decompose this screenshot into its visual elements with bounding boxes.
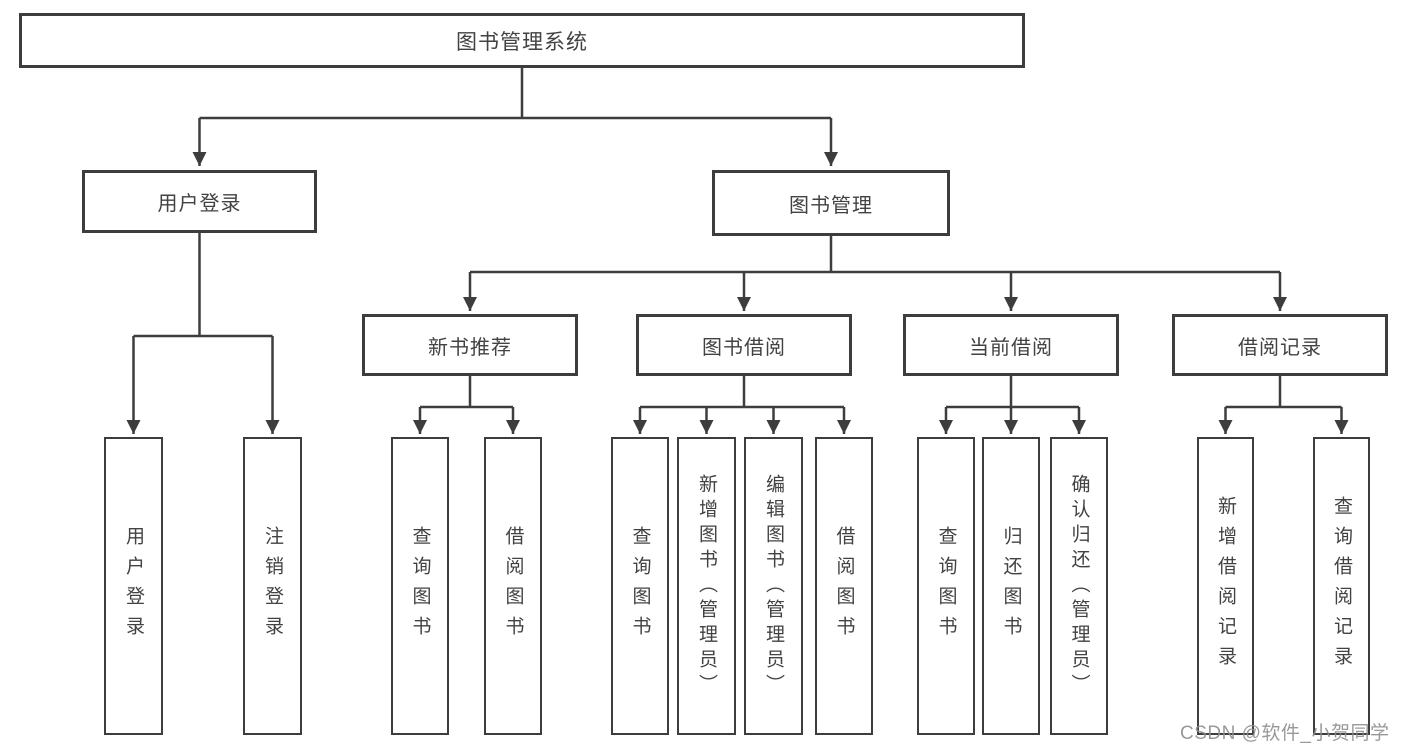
node-nb-query-book-label: 查询图书 — [409, 526, 431, 646]
node-cb-query-book: 查询图书 — [917, 437, 975, 735]
node-borrowing-records-label: 借阅记录 — [1238, 336, 1322, 359]
node-system-root-label: 图书管理系统 — [456, 30, 588, 54]
node-cb-return-book: 归还图书 — [982, 437, 1040, 735]
node-book-management-branch-label: 图书管理 — [789, 194, 873, 217]
node-logout-login: 注销登录 — [243, 437, 302, 735]
node-cb-return-book-label: 归还图书 — [1000, 526, 1022, 646]
connector-user-branch — [126, 233, 280, 434]
node-system-root: 图书管理系统 — [19, 13, 1025, 68]
watermark: CSDN @软件_小贺同学 — [1180, 723, 1390, 744]
node-user-login-branch: 用户登录 — [82, 170, 317, 233]
node-book-borrowing-label: 图书借阅 — [702, 336, 786, 359]
node-br-query-record-label: 查询借阅记录 — [1331, 496, 1352, 676]
node-user-login-label: 用户登录 — [123, 526, 144, 646]
node-br-add-record: 新增借阅记录 — [1197, 437, 1254, 735]
connector-level1 — [192, 68, 838, 166]
connector-book-branch — [463, 236, 1287, 311]
node-bb-borrow-book: 借阅图书 — [815, 437, 873, 735]
connector-book-borrow-children — [633, 376, 851, 434]
node-br-query-record: 查询借阅记录 — [1313, 437, 1370, 735]
node-cb-confirm-return-admin-label: 确认归还（管理员） — [1068, 473, 1090, 699]
node-new-book-recommend-label: 新书推荐 — [428, 336, 512, 359]
node-bb-edit-book-admin: 编辑图书（管理员） — [744, 437, 803, 735]
node-nb-query-book: 查询图书 — [391, 437, 449, 735]
node-bb-query-book-label: 查询图书 — [629, 526, 651, 646]
node-bb-borrow-book-label: 借阅图书 — [833, 526, 855, 646]
node-logout-login-label: 注销登录 — [262, 526, 283, 646]
node-cb-query-book-label: 查询图书 — [935, 526, 957, 646]
node-current-borrowing-label: 当前借阅 — [969, 336, 1053, 359]
node-cb-confirm-return-admin: 确认归还（管理员） — [1050, 437, 1108, 735]
connector-records-children — [1218, 376, 1349, 434]
node-new-book-recommend: 新书推荐 — [362, 314, 578, 376]
connector-current-borrow-children — [939, 376, 1086, 434]
node-bb-add-book-admin: 新增图书（管理员） — [677, 437, 736, 735]
node-current-borrowing: 当前借阅 — [903, 314, 1119, 376]
node-br-add-record-label: 新增借阅记录 — [1215, 496, 1236, 676]
connector-new-book-children — [413, 376, 520, 434]
node-nb-borrow-book: 借阅图书 — [484, 437, 542, 735]
node-book-management-branch: 图书管理 — [712, 170, 950, 236]
node-user-login-branch-label: 用户登录 — [157, 193, 242, 215]
node-nb-borrow-book-label: 借阅图书 — [502, 526, 524, 646]
node-bb-add-book-admin-label: 新增图书（管理员） — [696, 473, 717, 699]
node-user-login: 用户登录 — [104, 437, 163, 735]
node-borrowing-records: 借阅记录 — [1172, 314, 1388, 376]
node-bb-edit-book-admin-label: 编辑图书（管理员） — [763, 473, 784, 699]
node-bb-query-book: 查询图书 — [611, 437, 669, 735]
node-book-borrowing: 图书借阅 — [636, 314, 852, 376]
